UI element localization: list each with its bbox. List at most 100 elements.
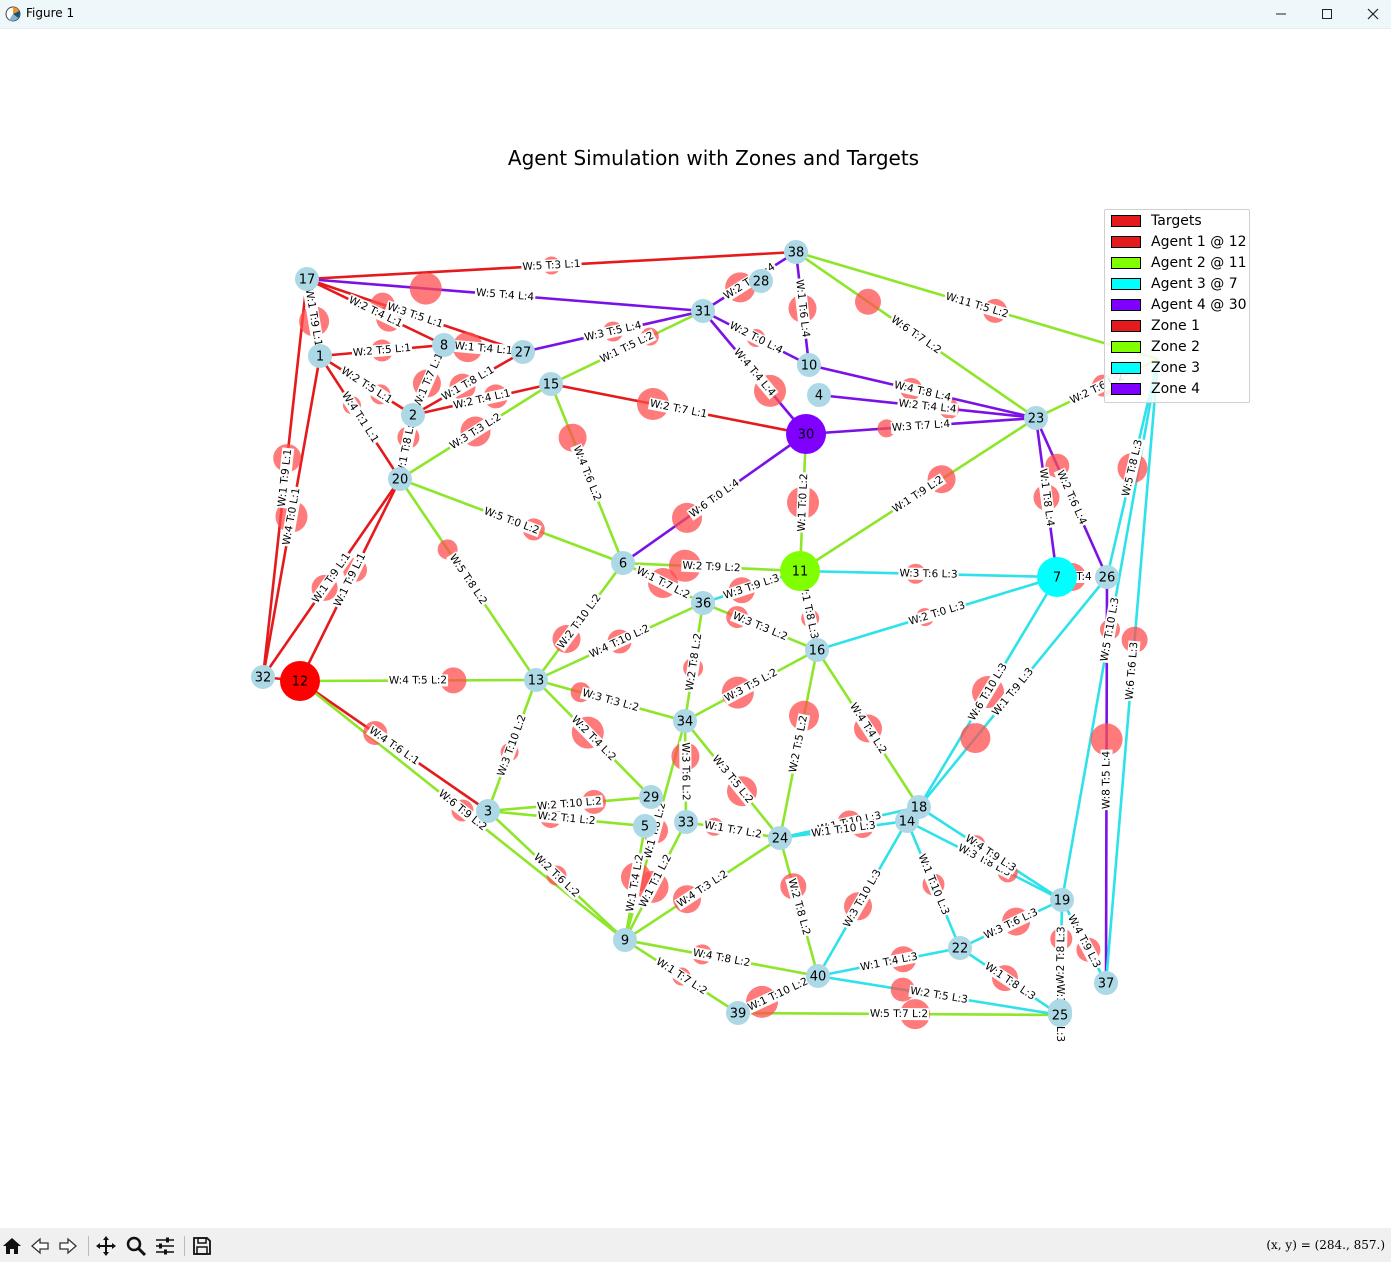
node-circle [726,1001,750,1025]
graph-node-29[interactable]: 29 [639,785,663,809]
pan-button[interactable] [94,1234,118,1258]
back-button[interactable] [28,1234,52,1258]
graph-node-31[interactable]: 31 [691,299,715,323]
node-circle [691,591,715,615]
legend-label: Zone 1 [1151,318,1200,334]
toolbar-separator [184,1236,185,1256]
graph-node-23[interactable]: 23 [1024,406,1048,430]
graph-node-38[interactable]: 38 [784,240,808,264]
node-circle [633,814,657,838]
toolbar-separator [88,1236,89,1256]
graph-node-37[interactable]: 37 [1094,971,1118,995]
edge-label-bg [597,329,657,366]
edge-label-bg [394,416,419,478]
node-circle [432,333,456,357]
edge-label-bg [481,504,542,538]
graph-node-5[interactable]: 5 [633,814,657,838]
graph-node-9[interactable]: 9 [613,928,637,952]
graph-node-28[interactable]: 28 [749,269,773,293]
minimize-button[interactable] [1258,0,1304,28]
graph-node-15[interactable]: 15 [539,372,563,396]
figure-canvas[interactable]: Agent Simulation with Zones and Targets … [0,29,1391,1228]
legend-entry: Zone 4 [1111,380,1200,398]
node-circle [807,383,831,407]
graph-node-24[interactable]: 24 [768,826,792,850]
graph-node-16[interactable]: 16 [805,638,829,662]
edge-label: W:2 T:8 L:3 [1054,926,1067,984]
node-label: 1 [316,350,324,365]
edge-label: W:4 T:6 L:2 [571,444,604,502]
graph-node-4[interactable]: 4 [807,383,831,407]
legend-swatch [1111,278,1141,290]
save-button[interactable] [190,1234,214,1258]
legend-entry: Agent 2 @ 11 [1111,254,1247,272]
graph-node-32[interactable]: 32 [251,665,275,689]
graph-node-34[interactable]: 34 [673,709,697,733]
edge-label-bg [1123,640,1141,702]
graph-node-18[interactable]: 18 [907,795,931,819]
edge-label-bg [280,485,303,548]
maximize-button[interactable] [1304,0,1350,28]
zoom-icon [126,1236,147,1257]
edges-layer [261,250,1160,1017]
graph-node-33[interactable]: 33 [674,810,698,834]
edge-label-bg [796,579,821,642]
legend-label: Agent 4 @ 30 [1151,297,1247,313]
plot-title: Agent Simulation with Zones and Targets [507,146,920,170]
graph-node-17[interactable]: 17 [295,267,319,291]
legend-entry: Zone 2 [1111,338,1200,356]
graph-node-10[interactable]: 10 [797,353,821,377]
graph-node-1[interactable]: 1 [308,344,332,368]
edge-label-bg [530,850,583,901]
edge-label: W:2 T:5 L:2 [787,714,810,773]
forward-button[interactable] [56,1234,80,1258]
graph-node-25[interactable]: 25 [1048,1003,1072,1027]
graph-node-39[interactable]: 39 [726,1001,750,1025]
forward-icon [59,1237,77,1255]
graph-node-13[interactable]: 13 [524,668,548,692]
zoom-button[interactable] [124,1234,148,1258]
edge-label-bg [338,388,382,447]
node-label: 16 [809,644,826,659]
node-label: 10 [801,359,818,374]
legend-swatch [1111,236,1141,248]
node-label: 8 [440,339,448,354]
graph-node-8[interactable]: 8 [432,333,456,357]
agent-node-7[interactable]: 7 [1037,557,1077,597]
edge-label-bg [337,364,396,407]
home-icon [3,1238,21,1254]
graph-node-19[interactable]: 19 [1050,888,1074,912]
edge-label-bg [887,312,945,358]
node-circle [524,668,548,692]
node-circle [786,414,826,454]
graph-node-27[interactable]: 27 [511,340,535,364]
navigation-toolbar: (x, y) = (284., 857.) [0,1228,1391,1262]
legend-swatch [1111,362,1141,374]
edge-label: W:6 T:6 L:3 [1124,641,1141,700]
graph-node-36[interactable]: 36 [691,591,715,615]
legend-label: Zone 3 [1151,360,1200,376]
agent-node-11[interactable]: 11 [780,551,820,591]
close-button[interactable] [1350,0,1391,28]
graph-node-26[interactable]: 26 [1095,565,1119,589]
edge-label-bg [943,290,1011,321]
configure-button[interactable] [153,1234,177,1258]
graph-node-3[interactable]: 3 [476,799,500,823]
graph-node-6[interactable]: 6 [611,551,635,575]
agent-node-30[interactable]: 30 [786,414,826,454]
edge-label-bg [309,549,354,607]
node-circle [768,826,792,850]
graph-node-20[interactable]: 20 [388,467,412,491]
agent-node-12[interactable]: 12 [280,661,320,701]
edge-label: W:2 T:6 L:2 [531,851,582,900]
edge-label: W:1 T:9 L:2 [890,474,945,516]
legend-label: Agent 2 @ 11 [1151,255,1247,271]
graph-node-22[interactable]: 22 [948,936,972,960]
pan-icon [96,1236,116,1256]
graph-node-2[interactable]: 2 [401,403,425,427]
home-button[interactable] [0,1234,24,1258]
edge-label-bg [729,609,791,644]
graph-node-40[interactable]: 40 [806,964,830,988]
node-label: 3 [484,805,492,820]
edge-label-bg [965,660,1011,724]
